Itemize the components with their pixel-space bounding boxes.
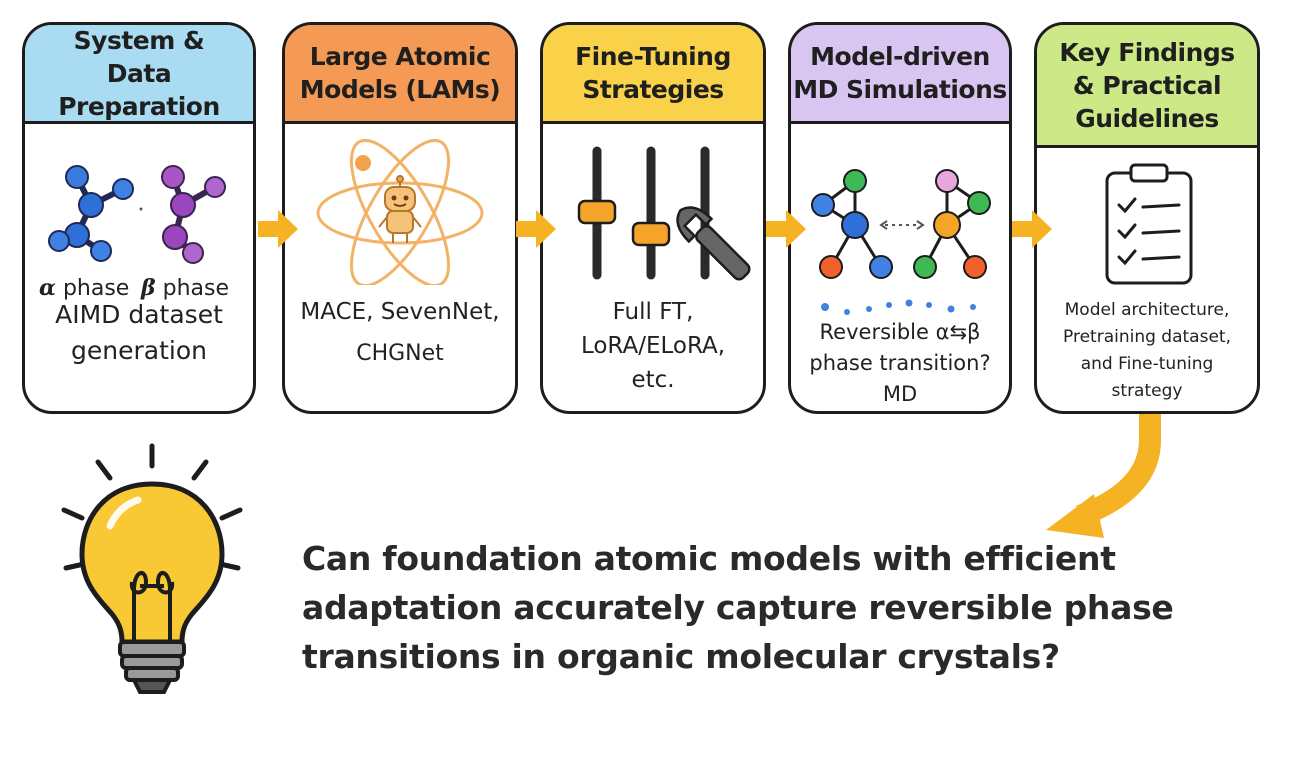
step-header: Fine-Tuning Strategies	[543, 25, 763, 124]
step-title: Model-driven MD Simulations	[793, 42, 1007, 104]
step-card-large-atomic-models: Large Atomic Models (LAMs)	[282, 22, 518, 414]
step-card-fine-tuning-strategies: Fine-Tuning Strategies Full FT, LoRA/ELo…	[540, 22, 766, 414]
step-description: Full FT, LoRA/ELoRA, etc.	[580, 299, 726, 393]
step-header: Model-driven MD Simulations	[791, 25, 1009, 124]
step-header: Large Atomic Models (LAMs)	[285, 25, 515, 124]
step-description: Model architecture, Pretraining dataset,…	[1063, 300, 1231, 401]
step-card-system-data-preparation: System & Data Preparation	[22, 22, 256, 414]
research-question: Can foundation atomic models with effici…	[302, 539, 1174, 676]
flow-arrow-4	[1012, 210, 1052, 248]
step-title: System & Data Preparation	[58, 25, 220, 121]
sliders-wrench-icon	[577, 146, 751, 281]
molecule-pair-icon	[48, 165, 226, 264]
step-description: AIMD dataset generation	[55, 300, 223, 365]
step-description-models: MACE, SevenNet,	[300, 299, 500, 325]
step-card-key-findings: Key Findings & Practical Guidelines Mode…	[1034, 22, 1260, 414]
flow-arrow-1	[258, 210, 298, 248]
molecule-transition-icon	[811, 169, 991, 279]
step-description: Reversible α⇆β phase transition? MD	[809, 320, 991, 406]
step-description-models-extra: CHGNet	[356, 341, 444, 366]
clipboard-checklist-icon	[1105, 163, 1193, 285]
step-title: Fine-Tuning Strategies	[575, 42, 731, 104]
beta-phase-label: β phase	[141, 275, 229, 301]
atom-robot-icon	[316, 138, 484, 285]
step-title: Large Atomic Models (LAMs)	[299, 42, 501, 104]
trajectory-dots	[821, 299, 976, 315]
step-title: Key Findings & Practical Guidelines	[1059, 37, 1235, 133]
flow-arrow-3	[766, 210, 806, 248]
flow-arrow-2	[516, 210, 556, 248]
alpha-phase-label: α phase	[39, 275, 130, 301]
step-header: System & Data Preparation	[25, 25, 253, 124]
lightbulb-icon	[61, 443, 243, 694]
step-header: Key Findings & Practical Guidelines	[1037, 25, 1257, 148]
step-card-md-simulations: Model-driven MD Simulations	[788, 22, 1012, 414]
